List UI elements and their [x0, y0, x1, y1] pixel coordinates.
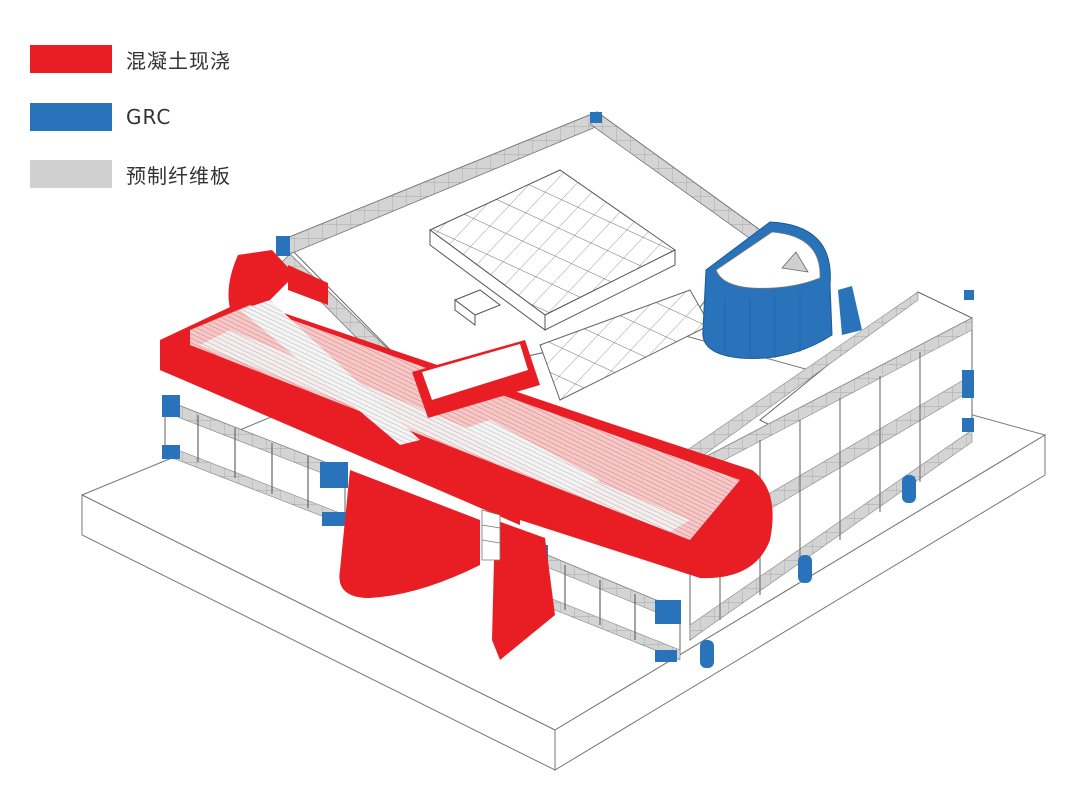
legend-label-grc: GRC: [126, 105, 172, 129]
legend-label-fiber-board: 预制纤维板: [126, 163, 231, 188]
grc-corner: [322, 512, 346, 526]
grc-corner: [162, 395, 180, 417]
legend-item-concrete: 混凝土现浇: [30, 45, 231, 73]
grc-corner: [655, 600, 681, 624]
grc-corner: [320, 462, 348, 488]
legend-swatch-fiber-board: [30, 160, 112, 188]
grc-drum: [702, 221, 862, 359]
front-wing: [528, 545, 681, 662]
grc-column: [700, 640, 714, 668]
entrance-door: [481, 509, 501, 561]
legend-item-grc: GRC: [30, 103, 171, 131]
legend-label-concrete: 混凝土现浇: [126, 48, 231, 73]
grc-column: [798, 555, 812, 583]
grc-corner: [962, 370, 974, 398]
right-wing: [679, 290, 974, 668]
legend-swatch-grc: [30, 103, 112, 131]
grc-corner: [162, 445, 180, 459]
legend-swatch-concrete: [30, 45, 112, 73]
concrete-canopy: [160, 250, 773, 660]
skylight: [429, 169, 676, 331]
grc-corner: [655, 650, 677, 662]
grc-corner: [962, 418, 974, 432]
left-wing: [162, 395, 348, 526]
legend-item-fiber-board: 预制纤维板: [30, 160, 231, 188]
grc-corner: [590, 112, 602, 123]
grc-corner: [964, 290, 974, 300]
grc-corner: [276, 236, 290, 256]
grc-column: [902, 475, 916, 503]
